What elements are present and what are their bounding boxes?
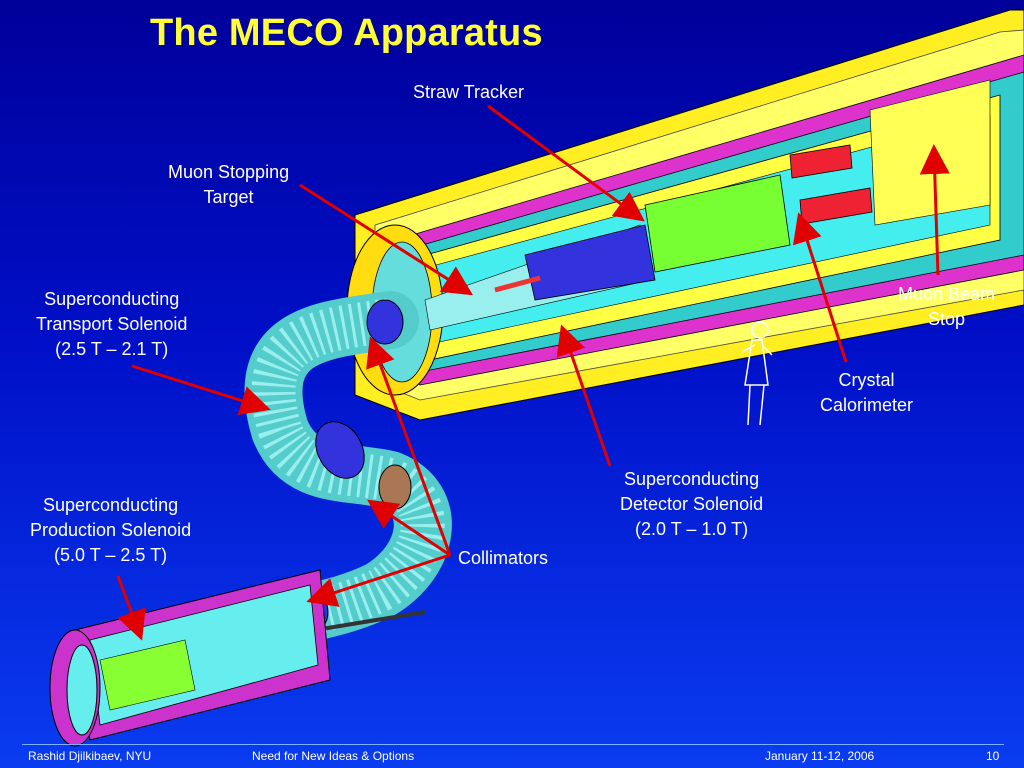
- footer-divider: [22, 744, 1004, 745]
- footer-author: Rashid Djilkibaev, NYU: [28, 749, 152, 763]
- person-silhouette: [741, 321, 773, 426]
- footer-date: January 11-12, 2006: [765, 749, 875, 763]
- footer-page-number: 10: [986, 749, 1000, 763]
- label-production-solenoid: Superconducting Production Solenoid (5.0…: [30, 495, 192, 565]
- slide-title: The MECO Apparatus: [150, 12, 543, 54]
- label-arrows: [116, 104, 950, 641]
- label-straw-tracker: Straw Tracker: [413, 82, 525, 102]
- label-detector-solenoid: Superconducting Detector Solenoid (2.0 T…: [620, 469, 764, 539]
- detector-solenoid: [346, 9, 1024, 421]
- label-collimators: Collimators: [458, 548, 549, 568]
- label-crystal-calorimeter: Crystal Calorimeter: [820, 370, 914, 415]
- footer-talk-title: Need for New Ideas & Options: [252, 749, 415, 763]
- production-solenoid: [49, 569, 331, 747]
- label-transport-solenoid: Superconducting Transport Solenoid (2.5 …: [36, 289, 188, 359]
- label-muon-beam-stop: Muon Beam Stop: [898, 284, 996, 329]
- label-muon-stopping-target: Muon Stopping Target: [168, 162, 290, 207]
